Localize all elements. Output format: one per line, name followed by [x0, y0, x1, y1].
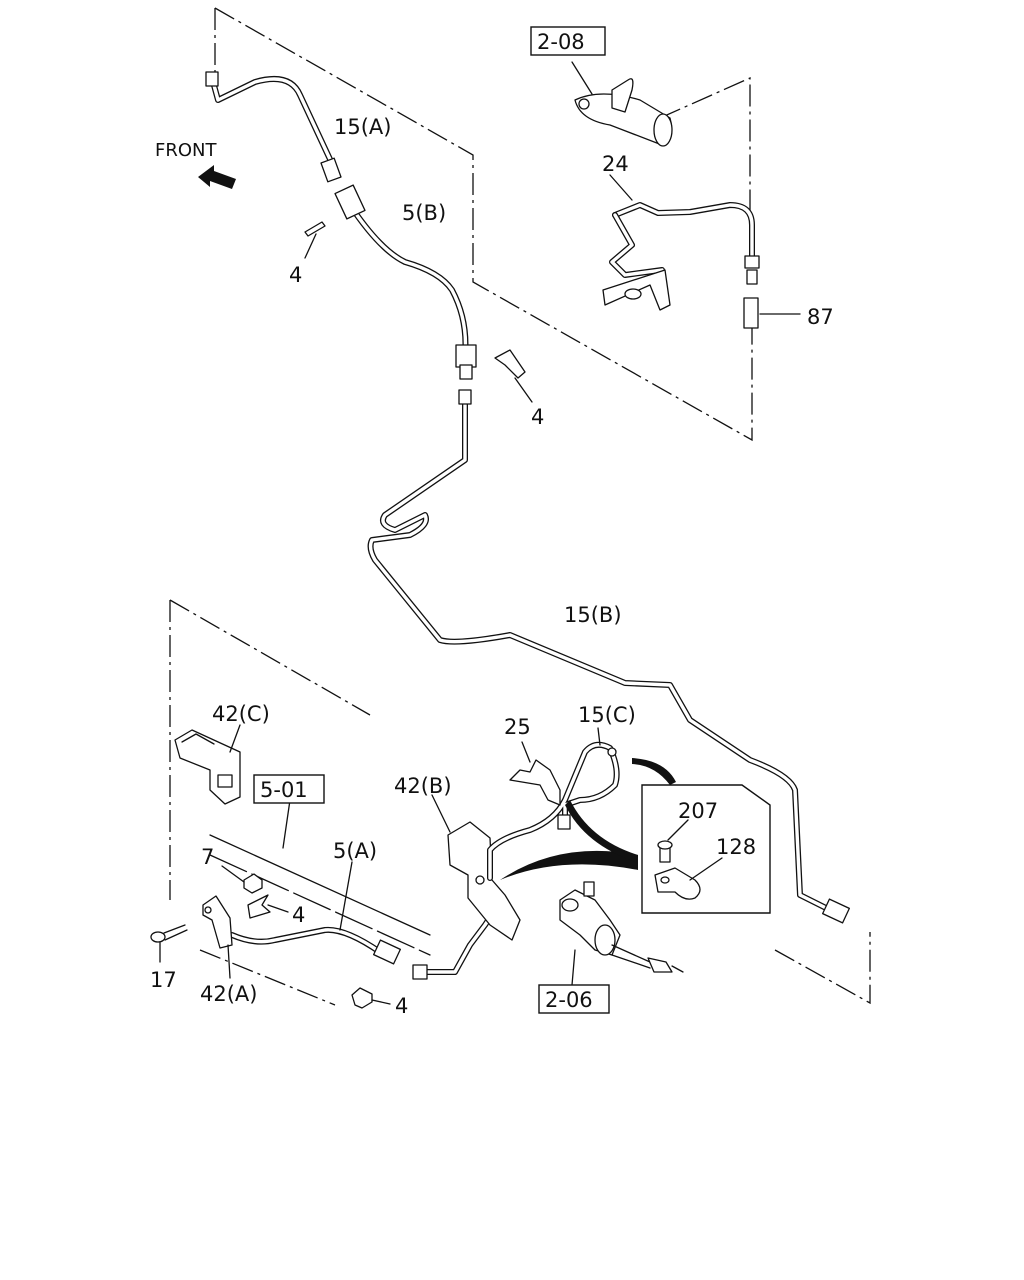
- leader-2-06: [571, 949, 576, 986]
- bracket-42c: [174, 724, 241, 805]
- clip-4-bottom: [351, 987, 373, 1009]
- hose-5b-top-fitting: [334, 184, 366, 220]
- front-label: FRONT: [155, 140, 217, 161]
- label-42c: 42(C): [212, 702, 270, 726]
- leader-25: [521, 741, 531, 763]
- leader-4-middle: [514, 377, 533, 403]
- pipe-24: [602, 174, 760, 311]
- label-4-middle: 4: [531, 405, 544, 429]
- label-5b: 5(B): [402, 201, 446, 225]
- pipe-lower-fitting: [412, 964, 428, 980]
- label-7: 7: [201, 845, 214, 869]
- pipe-15b-top-fitting: [458, 389, 472, 405]
- clip-4-top-left: [304, 221, 326, 237]
- leader-4-top-left: [304, 233, 317, 259]
- leader-5-01: [282, 799, 291, 849]
- master-cylinder: [571, 61, 673, 147]
- pipe-15b: [367, 389, 851, 924]
- pipe-lower: [412, 907, 498, 980]
- pipe-15a: [205, 71, 342, 183]
- hose-5b-end: [459, 364, 473, 380]
- ref-label-2-08[interactable]: 2-08: [537, 30, 585, 54]
- leader-42c: [229, 724, 241, 753]
- hose-5a-fitting: [372, 939, 402, 965]
- ref-box-2-08[interactable]: [530, 26, 606, 56]
- leader-7: [221, 865, 245, 883]
- label-5a: 5(A): [333, 839, 377, 863]
- leader-24: [609, 174, 633, 201]
- label-42b: 42(B): [394, 774, 452, 798]
- label-128: 128: [716, 835, 756, 859]
- ref-box-2-06[interactable]: [538, 984, 610, 1014]
- boundary-lines: [169, 7, 871, 1006]
- label-15b: 15(B): [564, 603, 622, 627]
- leader-42b: [431, 794, 451, 833]
- label-17: 17: [150, 968, 177, 992]
- pipe-15b-end-fitting: [821, 898, 851, 924]
- slave-cylinder: [559, 881, 684, 986]
- leader-207: [667, 819, 689, 841]
- label-42a: 42(A): [200, 982, 257, 1006]
- hose-5a: [229, 861, 402, 965]
- label-87: 87: [807, 305, 834, 329]
- clip-4-lower: [247, 894, 271, 919]
- fitting-15a-top: [205, 71, 219, 87]
- clamp-128: [654, 857, 723, 900]
- bracket-42a: [202, 895, 233, 979]
- hose-5b: [334, 184, 477, 380]
- fitting-15a-bottom: [320, 157, 342, 183]
- leader-2-08: [571, 61, 593, 95]
- label-25: 25: [504, 715, 531, 739]
- part-87: [743, 297, 759, 329]
- ref-label-5-01[interactable]: 5-01: [260, 778, 308, 802]
- label-15a: 15(A): [334, 115, 391, 139]
- label-4-lower: 4: [292, 903, 305, 927]
- label-24: 24: [602, 152, 629, 176]
- label-4-bottom: 4: [395, 994, 408, 1018]
- screw-207: [657, 819, 689, 863]
- ref-box-5-01[interactable]: [253, 774, 325, 804]
- pointer-swoosh-lower: [500, 850, 638, 880]
- pointer-swoosh-upper: [632, 758, 676, 785]
- label-4-top-left: 4: [289, 263, 302, 287]
- leader-15c: [597, 727, 601, 746]
- bolt-17: [150, 924, 188, 963]
- label-207: 207: [678, 799, 718, 823]
- bracket-25: [509, 741, 561, 806]
- label-15c: 15(C): [578, 703, 636, 727]
- leader-128: [689, 857, 723, 881]
- hose-5b-bottom-fitting: [455, 344, 477, 368]
- ref-label-2-06[interactable]: 2-06: [545, 988, 593, 1012]
- front-arrow-icon: [198, 165, 236, 189]
- clip-4-middle: [494, 349, 526, 379]
- pipe-15c-fitting: [557, 814, 571, 830]
- detail-inset: [641, 784, 771, 914]
- bracket-42b: [431, 794, 521, 941]
- pipe-15c: [487, 727, 620, 881]
- leader-4-lower: [267, 904, 289, 913]
- nut-7: [243, 873, 263, 894]
- pointer-swoosh-mid: [565, 800, 638, 862]
- leader-4-bottom: [371, 999, 391, 1005]
- leader-5a: [339, 861, 353, 931]
- leader-42a: [227, 944, 231, 979]
